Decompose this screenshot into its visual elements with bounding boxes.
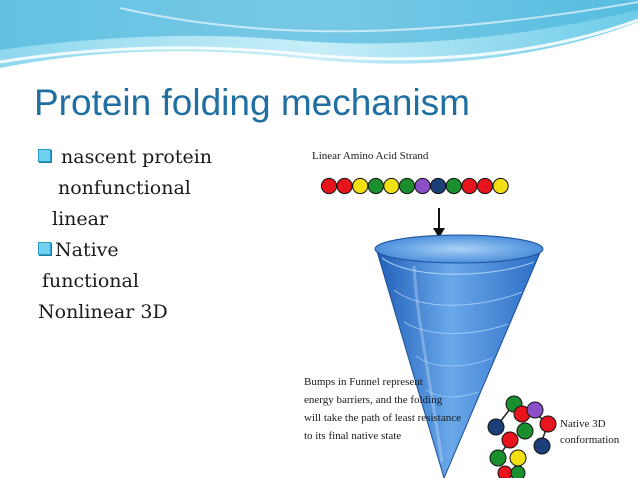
residue-circle <box>489 449 507 467</box>
bullet-list: nascent protein nonfunctional linear Nat… <box>38 142 288 328</box>
amino-acid-bead <box>445 177 462 195</box>
folding-funnel-figure: Linear Amino Acid Strand Bumps in Funnel… <box>304 150 620 478</box>
down-arrow-icon <box>433 228 445 238</box>
residue-circle <box>510 465 526 478</box>
bullet-text: functional <box>42 270 139 292</box>
bullet-text: linear <box>52 208 109 230</box>
native-label-line: conformation <box>560 434 620 446</box>
bullet-continuation: linear <box>38 204 288 235</box>
energy-funnel <box>374 234 544 478</box>
amino-acid-bead <box>320 177 338 195</box>
amino-acid-bead <box>414 177 431 195</box>
amino-acid-bead <box>430 177 447 195</box>
bullet-text: nonfunctional <box>58 177 191 199</box>
slide-title: Protein folding mechanism <box>34 82 470 123</box>
residue-circle <box>516 422 534 440</box>
amino-acid-bead <box>367 177 384 195</box>
amino-acid-bead <box>352 177 369 195</box>
residue-circle <box>539 415 557 433</box>
bullet-continuation: functional <box>38 266 288 297</box>
header-wave-banner <box>0 0 638 80</box>
bullet-continuation: nonfunctional <box>38 173 288 204</box>
bullet-continuation: Nonlinear 3D <box>38 297 288 328</box>
amino-acid-bead <box>476 177 494 195</box>
amino-acid-strand <box>320 177 509 195</box>
strand-label: Linear Amino Acid Strand <box>312 150 429 162</box>
caption-line: energy barriers, and the folding <box>304 394 443 406</box>
amino-acid-bead <box>336 177 353 195</box>
amino-acid-bead <box>461 177 478 195</box>
caption-line: Bumps in Funnel represent <box>304 376 423 388</box>
square-bullet-icon <box>38 242 51 255</box>
residue-circle <box>509 449 527 467</box>
square-bullet-icon <box>38 149 51 162</box>
native-conformation-cluster <box>487 395 557 478</box>
bullet-text: Native <box>55 239 119 261</box>
residue-circle <box>501 431 519 449</box>
caption-line: will take the path of least resistance <box>304 412 461 424</box>
bullet-text: Nonlinear 3D <box>38 301 168 323</box>
bullet-text: nascent protein <box>61 146 213 168</box>
amino-acid-bead <box>492 177 509 195</box>
bullet-item: Native <box>38 235 288 266</box>
bullet-item: nascent protein <box>38 142 288 173</box>
residue-circle <box>533 437 551 455</box>
amino-acid-bead <box>383 177 400 195</box>
residue-circle <box>497 465 513 478</box>
caption-line: to its final native state <box>304 430 401 442</box>
amino-acid-bead <box>398 177 416 195</box>
bumps-caption: Bumps in Funnel represent energy barrier… <box>304 376 461 442</box>
residue-circle <box>487 418 505 436</box>
residue-circle <box>526 401 544 419</box>
native-label-line: Native 3D <box>560 418 606 430</box>
